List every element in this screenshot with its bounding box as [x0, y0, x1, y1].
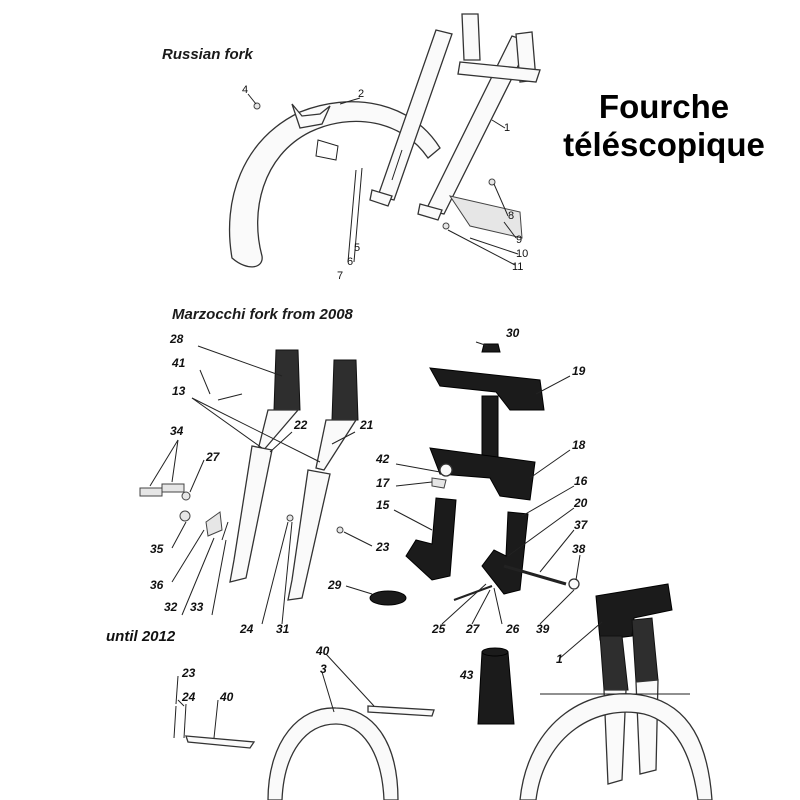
callout-20: 20 [574, 496, 588, 510]
callout-34: 34 [170, 424, 184, 438]
callout-russian-8: 8 [508, 210, 515, 222]
mudguard-stay-left [185, 735, 256, 749]
russian-fork-guard [448, 195, 523, 239]
callout-33: 33 [190, 600, 204, 614]
callout-27a: 27 [206, 450, 220, 464]
callout-27b: 27 [466, 622, 480, 636]
right-fork-boot [331, 359, 359, 421]
page-title-line-1: Fourche [598, 88, 730, 125]
marzocchi-fork-assembly [139, 341, 713, 800]
callout-37: 37 [574, 518, 588, 532]
callout-13: 13 [172, 384, 186, 398]
callout-36: 36 [150, 578, 164, 592]
right-headlight-bracket [481, 511, 529, 595]
russian-fork-crown [457, 61, 541, 83]
callout-russian-7: 7 [337, 270, 344, 282]
russian-fork-heading: Russian fork [162, 46, 253, 63]
callout-31: 31 [276, 622, 290, 636]
marzocchi-fork-heading: Marzocchi fork from 2008 [172, 306, 353, 323]
callout-43: 43 [460, 668, 474, 682]
left-fork-slider [229, 445, 273, 583]
russian-fork-assembly [228, 13, 541, 268]
callout-16: 16 [574, 474, 588, 488]
callout-russian-6: 6 [347, 256, 354, 268]
callout-39: 39 [536, 622, 550, 636]
callout-38: 38 [572, 542, 586, 556]
callout-15: 15 [376, 498, 390, 512]
callout-32: 32 [164, 600, 178, 614]
callout-30: 30 [506, 326, 520, 340]
callout-24b: 24 [182, 690, 196, 704]
callout-russian-1: 1 [504, 122, 511, 134]
callout-22: 22 [294, 418, 308, 432]
spacer-ring [369, 590, 407, 606]
callout-29: 29 [328, 578, 342, 592]
page-title: Fourche téléscopique [532, 88, 796, 164]
upper-triple-clamp [429, 367, 545, 411]
callout-23b: 23 [182, 666, 196, 680]
front-mudguard [267, 707, 399, 800]
callout-18: 18 [572, 438, 586, 452]
right-fork-slider [287, 469, 331, 601]
callout-35: 35 [150, 542, 164, 556]
callout-23a: 23 [376, 540, 390, 554]
callout-28: 28 [170, 332, 184, 346]
callout-russian-2: 2 [358, 88, 365, 100]
page-title-line-2: téléscopique [563, 126, 765, 163]
left-fork-tube [257, 409, 300, 453]
callout-40b: 40 [220, 690, 234, 704]
left-headlight-bracket [405, 497, 457, 581]
callout-19: 19 [572, 364, 586, 378]
fork-cover-tube [477, 651, 515, 725]
left-fork-boot [273, 349, 301, 411]
callout-russian-11: 11 [512, 261, 524, 273]
callout-21: 21 [360, 418, 374, 432]
callout-25: 25 [432, 622, 446, 636]
right-fork-tube [315, 419, 358, 471]
callout-42: 42 [376, 452, 390, 466]
mudguard-stay-right [367, 705, 435, 717]
callout-russian-4: 4 [242, 84, 249, 96]
callout-26: 26 [506, 622, 520, 636]
callout-russian-5: 5 [354, 242, 361, 254]
callout-40a: 40 [316, 644, 330, 658]
callout-17: 17 [376, 476, 390, 490]
callout-41: 41 [172, 356, 186, 370]
callout-russian-10: 10 [516, 248, 529, 260]
callout-russian-9: 9 [516, 234, 523, 246]
until-2012-note: until 2012 [106, 628, 176, 645]
lower-triple-clamp [429, 447, 536, 501]
assembled-mudguard [519, 693, 713, 800]
callout-3: 3 [320, 662, 327, 676]
callout-1: 1 [556, 652, 563, 666]
callout-24a: 24 [240, 622, 254, 636]
russian-mudguard-bracket [291, 103, 331, 129]
